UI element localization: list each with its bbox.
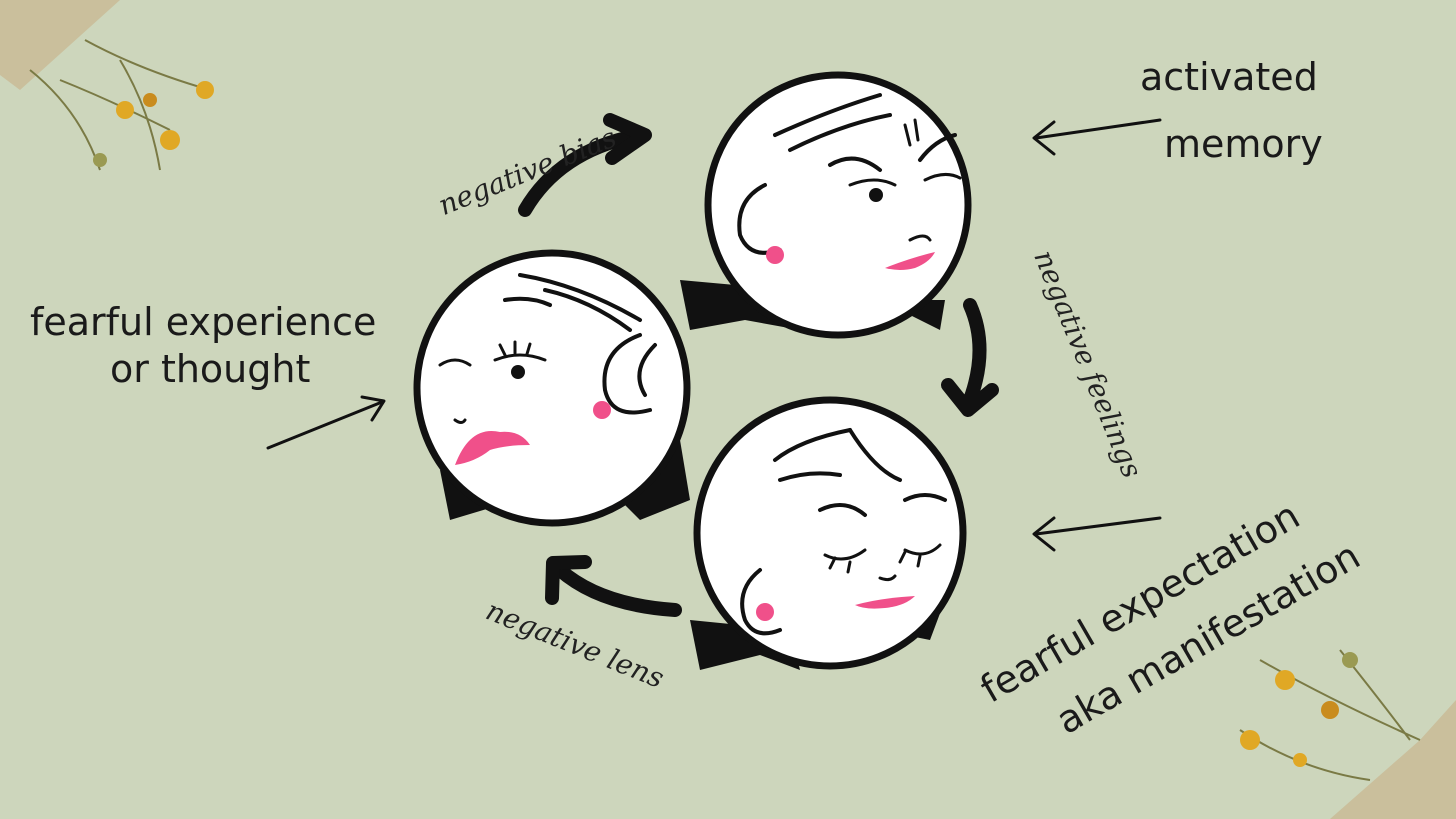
label-feelings: negative feelings: [1027, 245, 1148, 482]
arrow-feelings-icon: [948, 305, 992, 410]
face-expectation-icon: [690, 400, 963, 670]
arrow-memory-pointer-icon: [1034, 120, 1160, 154]
dried-flower-top-left-icon: [30, 40, 214, 170]
label-experience-line1: fearful experience: [30, 300, 376, 344]
arrow-lens-icon: [552, 562, 675, 610]
face-experience-icon: [417, 253, 690, 523]
face-memory-icon: [680, 75, 968, 335]
dried-flower-bottom-right-icon: [1240, 650, 1420, 780]
arrow-experience-pointer-icon: [268, 397, 384, 448]
arrow-expectation-pointer-icon: [1034, 518, 1160, 550]
label-memory-line1: activated: [1140, 55, 1318, 99]
tape-top-left-icon: [0, 0, 120, 90]
label-memory-line2: memory: [1164, 122, 1323, 166]
label-experience-line2: or thought: [110, 347, 310, 391]
